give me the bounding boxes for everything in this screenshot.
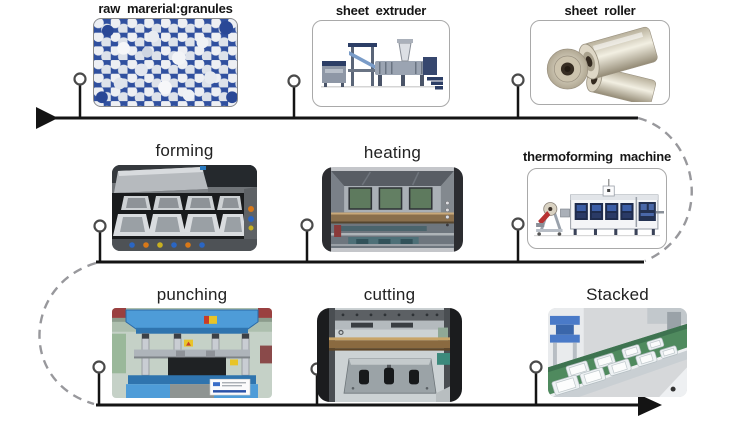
- stage-thermoforming-machine: thermoforming machine: [523, 149, 671, 249]
- sheet-extruder-photo: [312, 20, 450, 107]
- stage-label-thermoforming-machine: thermoforming machine: [522, 148, 671, 164]
- stage-label-cutting: cutting: [363, 285, 416, 305]
- sheet-roller-photo: [530, 20, 670, 105]
- stage-label-stacked: Stacked: [586, 285, 649, 305]
- forming-photo: [112, 165, 257, 251]
- dashed-curve-left: [38, 261, 97, 406]
- stage-raw-material: raw marerial:granules: [93, 1, 238, 107]
- stage-sheet-extruder: sheet extruder: [312, 3, 450, 107]
- stacked-photo: [548, 308, 687, 397]
- stage-cutting: cutting: [317, 286, 462, 402]
- start-arrow-icon: [36, 107, 58, 129]
- stage-stacked: Stacked: [548, 286, 687, 397]
- stage-sheet-roller: sheet roller: [530, 3, 670, 105]
- cutting-photo: [317, 308, 462, 402]
- thermoforming-machine-photo: [527, 168, 667, 249]
- raw-material-photo: [93, 18, 238, 107]
- punching-photo: [112, 308, 272, 398]
- stage-label-forming: forming: [155, 141, 214, 161]
- stage-label-punching: punching: [156, 285, 228, 305]
- end-arrow-icon: [638, 394, 662, 416]
- stage-punching: punching: [112, 286, 272, 398]
- stage-label-sheet-roller: sheet roller: [564, 2, 636, 18]
- dashed-curve-right: [637, 116, 693, 263]
- stage-label-raw-material: raw marerial:granules: [98, 0, 233, 16]
- stage-forming: forming: [112, 142, 257, 251]
- heating-photo: [322, 167, 463, 252]
- stage-heating: heating: [322, 144, 463, 252]
- stage-label-sheet-extruder: sheet extruder: [335, 2, 427, 18]
- stage-label-heating: heating: [363, 143, 422, 163]
